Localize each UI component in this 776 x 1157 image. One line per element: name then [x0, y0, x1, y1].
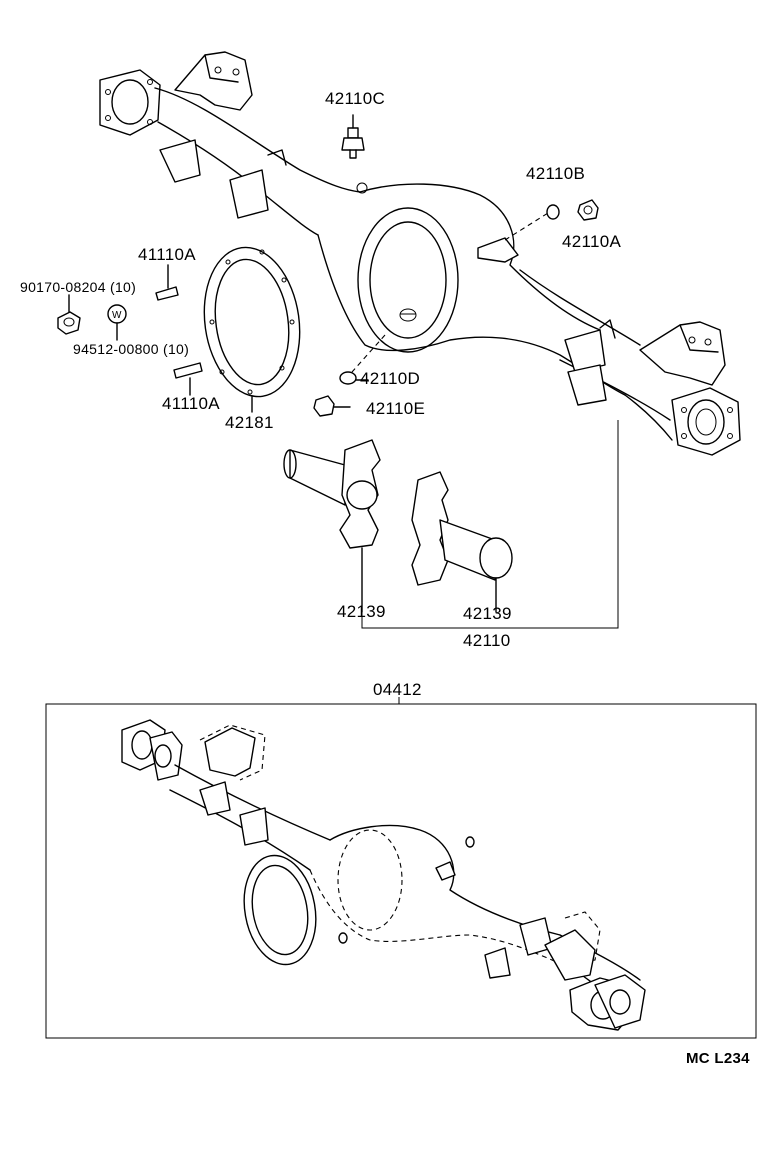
label-04412: 04412 [373, 680, 422, 699]
label-42110: 42110 [463, 631, 511, 650]
label-42110E: 42110E [366, 399, 426, 418]
assembly-box-04412 [45, 703, 757, 1039]
gasket-42181 [203, 246, 301, 413]
label-41110A-lower: 41110A [162, 394, 220, 413]
axle-tube-42139-right [411, 471, 513, 613]
label-42181: 42181 [225, 413, 274, 432]
axle-housing-top [99, 51, 741, 456]
label-42110B: 42110B [526, 164, 586, 183]
bracket-42110 [361, 420, 619, 629]
label-42110D: 42110D [360, 369, 421, 388]
label-94512: 94512-00800 (10) [73, 341, 190, 357]
circled-w-icon [107, 304, 127, 341]
w-symbol-text: W [112, 310, 122, 321]
label-42110A: 42110A [562, 232, 622, 251]
washer-nut-42110B-A [504, 199, 599, 241]
stud-41110A-lower [173, 362, 203, 396]
axle-tube-42139-left [283, 439, 381, 613]
label-42139-left: 42139 [337, 602, 386, 621]
axle-assembly-04412 [121, 719, 646, 1031]
label-90170: 90170-08204 (10) [20, 279, 137, 295]
nut-90170 [57, 294, 81, 335]
label-42110C: 42110C [325, 89, 386, 108]
breather-plug-42110C [341, 114, 365, 159]
plug-42110D-E [313, 334, 386, 417]
reference-code: MC L234 [686, 1050, 750, 1067]
label-41110A-upper: 41110A [138, 245, 196, 264]
label-42139-right: 42139 [463, 604, 512, 623]
stud-41110A-upper [155, 264, 179, 301]
